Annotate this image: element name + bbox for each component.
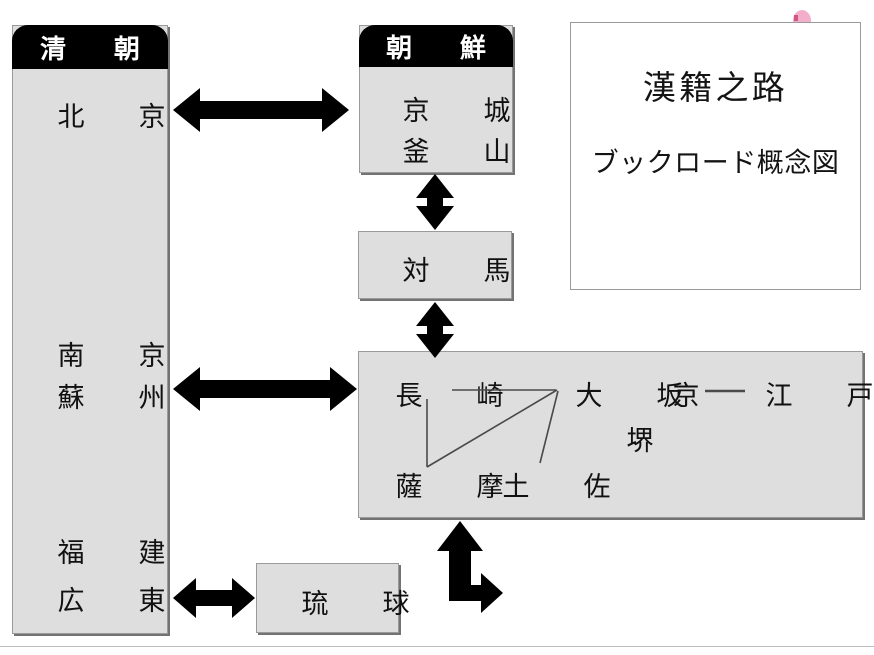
bottom-divider (0, 646, 874, 647)
city-label-osaka: 大 坂 (575, 381, 697, 412)
city-label-ryukyu: 琉 球 (301, 589, 423, 620)
arrow-qing-ryukyu (173, 578, 255, 618)
region-header-qing: 清 朝 (12, 25, 168, 69)
city-label-nagasaki: 長 崎 (395, 381, 517, 412)
title-heading: 漢籍之路 (642, 68, 789, 107)
city-label-beijing: 北 京 (57, 102, 179, 133)
arrow-joseon-tsushima (416, 174, 454, 230)
region-header-joseon: 朝 鮮 (359, 25, 513, 67)
region-header-qing-label: 清 朝 (40, 34, 151, 65)
region-box-tsushima (358, 231, 512, 299)
region-box-qing (12, 25, 168, 634)
city-label-busan: 釜 山 (402, 137, 524, 168)
arrow-ryukyu-japan (437, 521, 503, 613)
arrow-qing-joseon (173, 88, 349, 132)
city-label-fujian: 福 建 (57, 538, 179, 569)
region-box-ryukyu (256, 563, 399, 633)
city-label-sakai: 堺 (626, 426, 654, 457)
title-subheading: ブックロード概念図 (591, 148, 840, 179)
city-label-tosa: 土 佐 (502, 472, 624, 503)
arrow-qing-japan (173, 367, 357, 411)
city-label-satsuma: 薩 摩 (395, 472, 517, 503)
pink-smudge-artifact (793, 10, 811, 22)
city-label-seoul: 京 城 (402, 96, 524, 127)
city-label-kyoto: 京 (672, 381, 700, 412)
title-panel: 漢籍之路 ブックロード概念図 (570, 22, 861, 290)
city-label-tsushima: 対 馬 (402, 256, 524, 287)
city-label-edo: 江 戸 (765, 381, 874, 412)
city-label-suzhou: 蘇 州 (57, 383, 179, 414)
city-label-guangdong: 広 東 (57, 586, 179, 617)
region-header-joseon-label: 朝 鮮 (386, 33, 497, 64)
city-label-nanjing: 南 京 (57, 341, 179, 372)
arrow-tsushima-japan (416, 302, 454, 358)
